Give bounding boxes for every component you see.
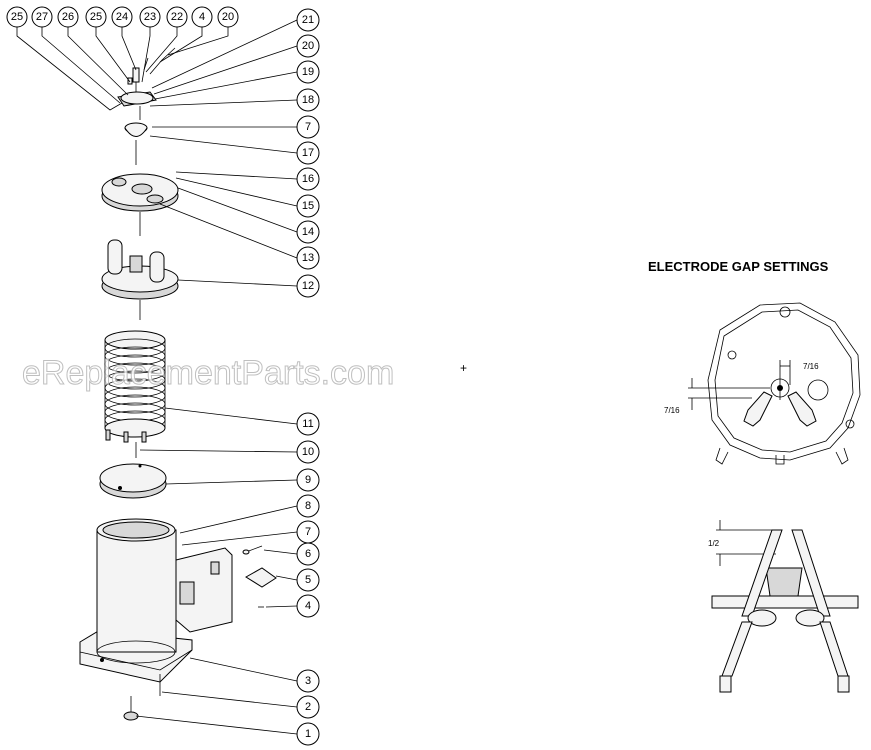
svg-text:4: 4 bbox=[305, 600, 311, 612]
callout-right-21: 2 bbox=[296, 695, 320, 719]
callout-right-12: 11 bbox=[296, 412, 320, 436]
bottom-plate bbox=[99, 463, 167, 499]
svg-text:22: 22 bbox=[171, 11, 183, 23]
svg-text:3: 3 bbox=[305, 675, 311, 687]
svg-text:7: 7 bbox=[305, 121, 311, 133]
callout-right-22: 1 bbox=[296, 722, 320, 746]
callout-right-1: 21 bbox=[296, 8, 320, 32]
svg-text:10: 10 bbox=[302, 446, 314, 458]
callout-right-7: 16 bbox=[296, 167, 320, 191]
exploded-assembly bbox=[79, 47, 277, 721]
svg-text:4: 4 bbox=[199, 11, 205, 23]
callout-top-9: 20 bbox=[217, 6, 239, 28]
callout-top-1: 25 bbox=[6, 6, 28, 28]
svg-text:13: 13 bbox=[302, 252, 314, 264]
loose-hardware bbox=[242, 545, 277, 608]
svg-text:17: 17 bbox=[302, 147, 314, 159]
callout-right-15: 8 bbox=[296, 494, 320, 518]
gap-elevation-view: 1/2 bbox=[708, 520, 859, 693]
callout-top-3: 26 bbox=[57, 6, 79, 28]
svg-text:20: 20 bbox=[222, 11, 234, 23]
callout-top-4: 25 bbox=[85, 6, 107, 28]
dim-top-label: 7/16 bbox=[803, 362, 819, 371]
svg-text:26: 26 bbox=[62, 11, 74, 23]
svg-text:19: 19 bbox=[302, 66, 314, 78]
svg-text:27: 27 bbox=[36, 11, 48, 23]
callout-right-9: 14 bbox=[296, 220, 320, 244]
dim-side-label: 7/16 bbox=[664, 406, 680, 415]
svg-text:23: 23 bbox=[144, 11, 156, 23]
svg-text:1: 1 bbox=[305, 728, 311, 740]
heating-coil bbox=[104, 330, 166, 458]
watermark-text: eReplacementParts.com bbox=[22, 354, 394, 392]
callout-right-8: 15 bbox=[296, 194, 320, 218]
electrode-head bbox=[101, 239, 179, 320]
svg-text:2: 2 bbox=[305, 701, 311, 713]
svg-text:16: 16 bbox=[302, 173, 314, 185]
callout-right-16: 7 bbox=[296, 520, 320, 544]
callout-top-5: 24 bbox=[111, 6, 133, 28]
electrode-cap-assembly bbox=[117, 47, 176, 120]
callout-right-13: 10 bbox=[296, 440, 320, 464]
svg-text:7: 7 bbox=[305, 526, 311, 538]
callout-top-8: 4 bbox=[191, 6, 213, 28]
callout-right-2: 20 bbox=[296, 34, 320, 58]
svg-text:18: 18 bbox=[302, 94, 314, 106]
svg-text:15: 15 bbox=[302, 200, 314, 212]
svg-text:14: 14 bbox=[302, 226, 314, 238]
callout-right-18: 5 bbox=[296, 568, 320, 592]
callout-right-5: 7 bbox=[296, 115, 320, 139]
callout-right-11: 12 bbox=[296, 274, 320, 298]
svg-text:9: 9 bbox=[305, 474, 311, 486]
svg-text:25: 25 bbox=[90, 11, 102, 23]
callout-right-17: 6 bbox=[296, 542, 320, 566]
svg-text:21: 21 bbox=[302, 14, 314, 26]
callouts-right-column: 21 20 19 18 7 17 16 15 14 13 12 11 10 9 … bbox=[296, 8, 320, 746]
svg-text:24: 24 bbox=[116, 11, 128, 23]
center-mark: + bbox=[460, 361, 467, 375]
svg-text:11: 11 bbox=[302, 418, 313, 430]
retainer-cup bbox=[124, 122, 148, 165]
callout-top-6: 23 bbox=[139, 6, 161, 28]
svg-text:5: 5 bbox=[305, 574, 311, 586]
callout-right-20: 3 bbox=[296, 669, 320, 693]
callout-right-19: 4 bbox=[296, 594, 320, 618]
svg-text:12: 12 bbox=[302, 280, 314, 292]
gap-settings-heading: ELECTRODE GAP SETTINGS bbox=[648, 259, 829, 274]
svg-text:6: 6 bbox=[305, 548, 311, 560]
callout-top-7: 22 bbox=[166, 6, 188, 28]
svg-text:8: 8 bbox=[305, 500, 311, 512]
callouts-top-row: 25 27 26 25 24 23 22 4 20 bbox=[6, 6, 239, 28]
callout-right-14: 9 bbox=[296, 468, 320, 492]
svg-text:25: 25 bbox=[11, 11, 23, 23]
callout-top-2: 27 bbox=[31, 6, 53, 28]
callout-right-3: 19 bbox=[296, 60, 320, 84]
callout-right-4: 18 bbox=[296, 88, 320, 112]
callout-right-6: 17 bbox=[296, 141, 320, 165]
dim-elevation-label: 1/2 bbox=[708, 539, 720, 548]
electrode-gap-settings: ELECTRODE GAP SETTINGS 7/16 7/16 bbox=[648, 259, 861, 693]
leader-lines bbox=[16, 19, 298, 735]
gap-top-view: 7/16 7/16 bbox=[664, 302, 861, 465]
callout-right-10: 13 bbox=[296, 246, 320, 270]
svg-text:20: 20 bbox=[302, 40, 314, 52]
boiler-cylinder bbox=[79, 518, 233, 721]
cover-plate bbox=[101, 173, 179, 236]
